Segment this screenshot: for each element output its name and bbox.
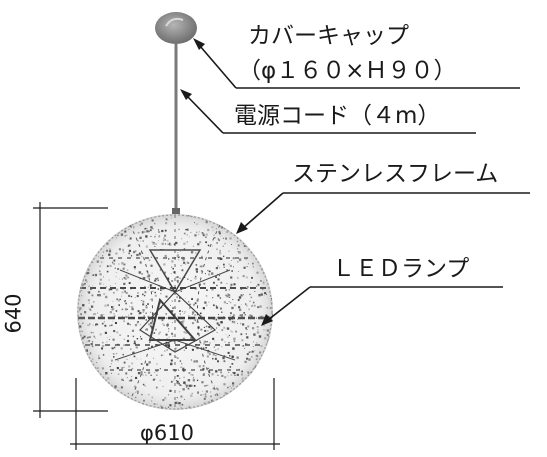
stainless-frame-label: ステンレスフレーム (292, 161, 499, 187)
width-dimension-label: φ610 (140, 421, 194, 445)
height-dimension-label: 640 (1, 293, 26, 334)
cover-cap-size-label: （φ１６０×Ｈ９０） (238, 58, 457, 84)
led-lamp-label: ＬＥＤランプ (332, 256, 470, 282)
cord-connector (172, 208, 180, 216)
stainless-frame-arrowhead (236, 222, 248, 234)
cover-cap-arrowhead (193, 38, 205, 50)
cover-cap-label: カバーキャップ (248, 23, 409, 49)
cover-cap (155, 12, 197, 44)
led-lamp-arrowhead (261, 314, 273, 326)
power-cord-arrowhead (180, 89, 192, 100)
cover-cap-highlight (165, 17, 184, 27)
power-cord-label: 電源コード（４m） (234, 103, 441, 129)
stainless-frame-globe (77, 214, 273, 410)
